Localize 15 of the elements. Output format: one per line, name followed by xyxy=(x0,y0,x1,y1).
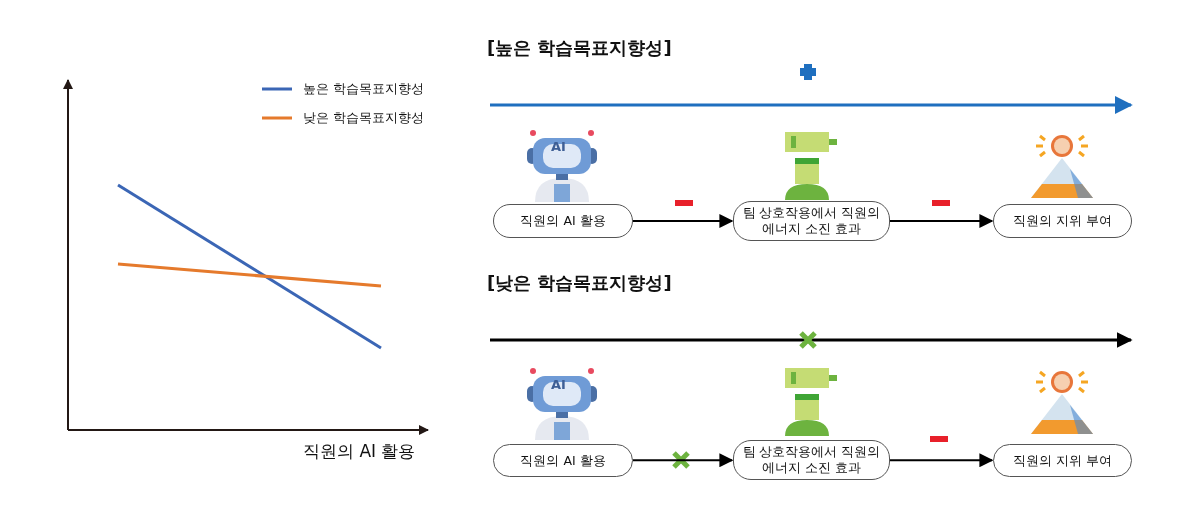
process-box: 직원의 지위 부여 xyxy=(993,444,1132,477)
arrow xyxy=(890,453,994,468)
section-heading: [높은 학습목표지향성] xyxy=(487,36,672,60)
arrow xyxy=(890,214,994,228)
legend-label: 낮은 학습목표지향성 xyxy=(303,109,425,127)
process-box: 직원의 지위 부여 xyxy=(993,204,1132,238)
process-box: 직원의 AI 활용 xyxy=(493,204,633,238)
process-box: 팀 상호작용에서 직원의 에너지 소진 효과 xyxy=(733,440,890,480)
axis-label: 직원의 AI 활용 xyxy=(303,440,416,463)
section-heading: [낮은 학습목표지향성] xyxy=(487,271,672,295)
process-box: 직원의 AI 활용 xyxy=(493,444,633,477)
arrow xyxy=(633,453,734,468)
arrow xyxy=(633,214,734,228)
legend-label: 높은 학습목표지향성 xyxy=(303,80,425,98)
process-box: 팀 상호작용에서 직원의 에너지 소진 효과 xyxy=(733,201,890,241)
